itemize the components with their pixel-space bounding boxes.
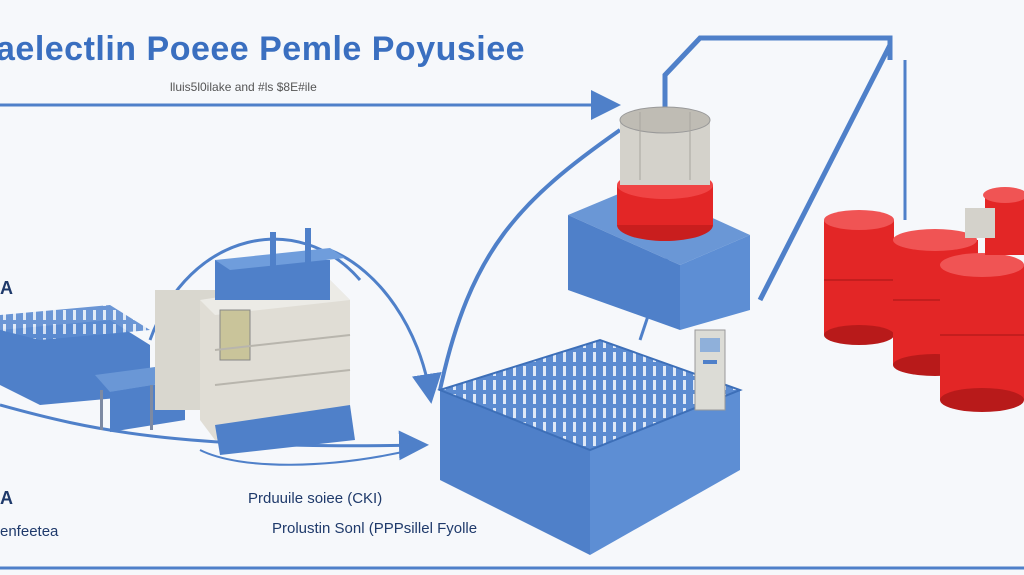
small-pump (965, 208, 995, 238)
lower-flow-arrow (0, 403, 429, 461)
diagram-subtitle: lluis5l0ilake and #ls $8E#ile (170, 80, 317, 94)
diagonal-pipe (757, 43, 893, 302)
lower-return-curve (199, 447, 421, 466)
label-center-top: Prduuile soiee (CKI) (248, 490, 383, 507)
bottle-storage-tank (437, 338, 743, 555)
label-a-top: A (0, 278, 13, 298)
red-barrel-1 (824, 210, 894, 345)
label-a-bottom: A (0, 488, 13, 508)
center-curve-arrow (329, 248, 442, 404)
reactor-vessel (568, 106, 750, 330)
processing-machine (155, 228, 355, 455)
red-barrel-3 (940, 253, 1024, 412)
control-panel (694, 329, 726, 411)
feed-pipe-curve (438, 128, 622, 391)
diagram-title: aelectlin Poeee Pemle Poyusiee (0, 30, 526, 68)
label-center-bottom: Prolustin Sonl (PPPsillel Fyolle (272, 520, 478, 537)
label-left-bottom: enfeetea (0, 523, 59, 540)
